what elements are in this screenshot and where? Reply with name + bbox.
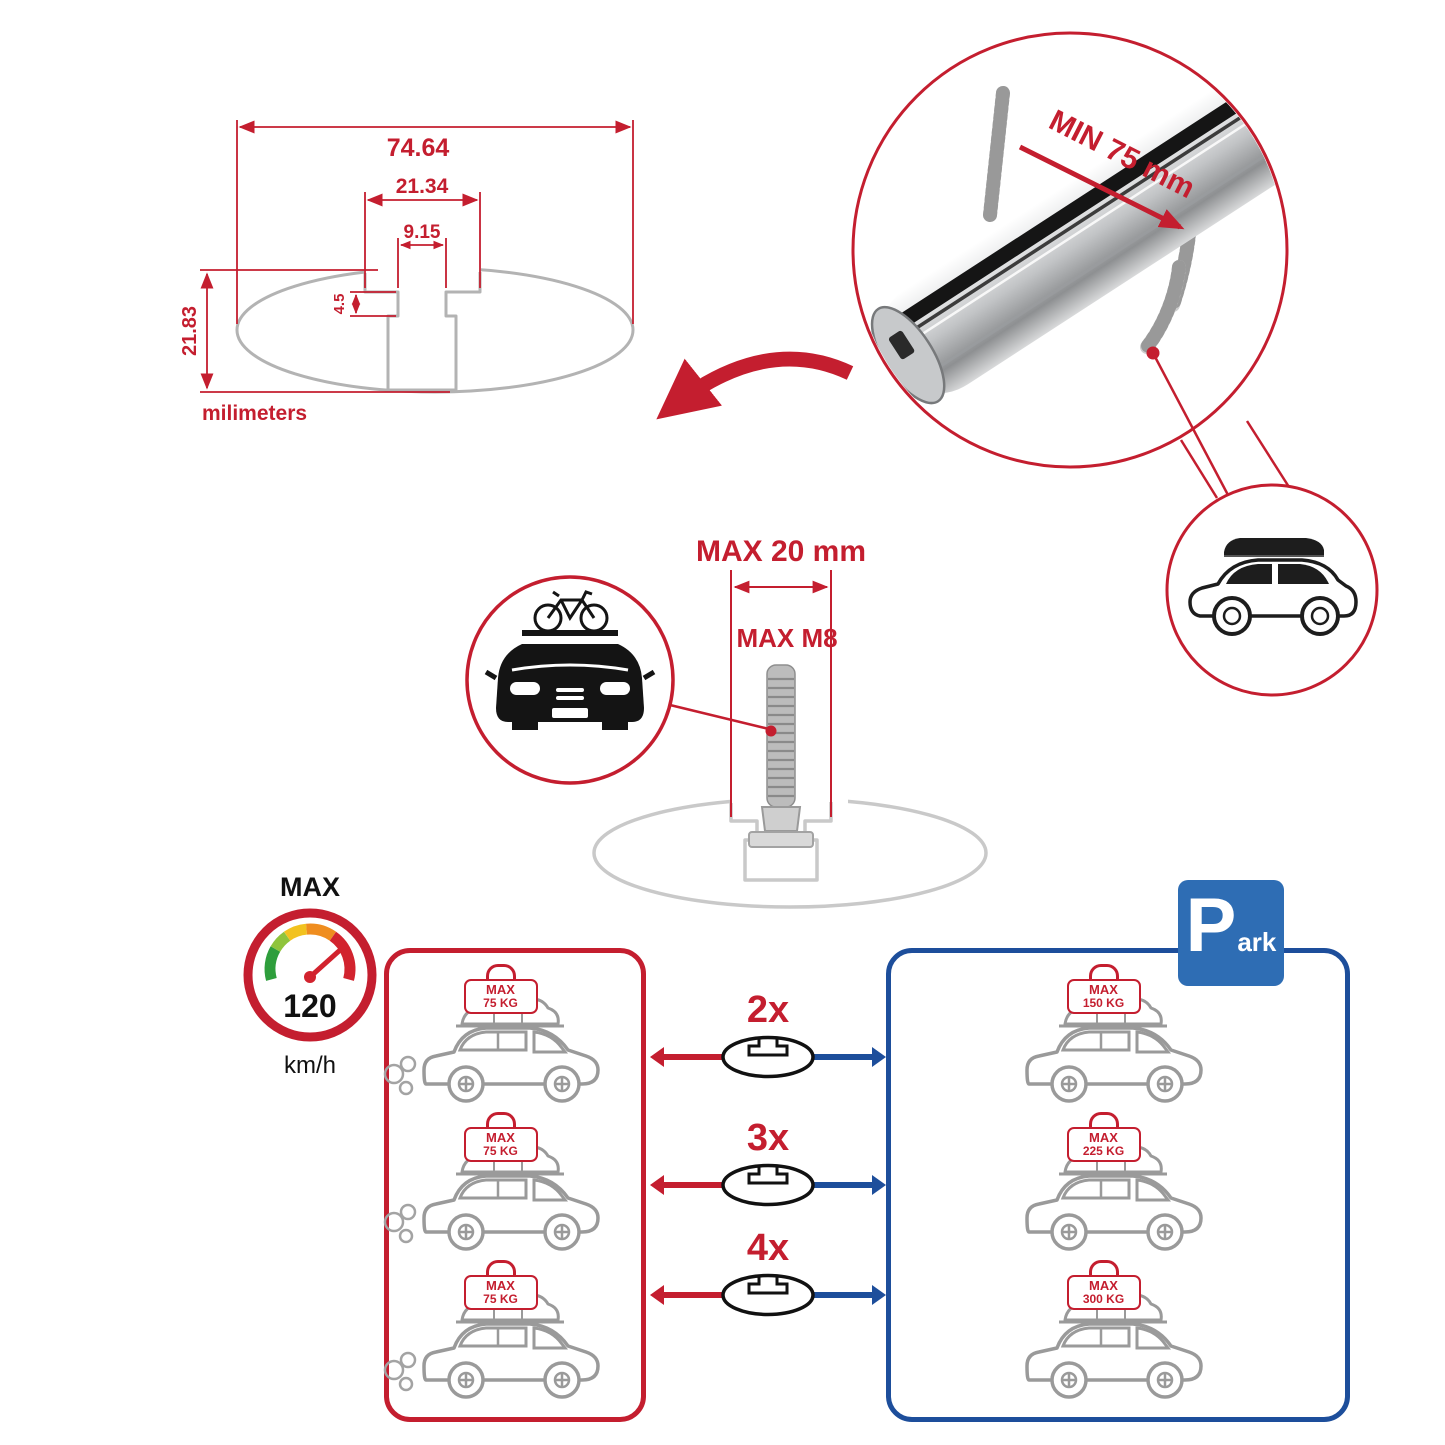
load-max-label: MAX	[486, 1130, 515, 1145]
suv-roofbox-circle	[1165, 483, 1379, 697]
load-value-label: 75 KG	[483, 1144, 518, 1158]
load-max-label: MAX	[486, 1278, 515, 1293]
needle-icon	[307, 948, 342, 980]
load-value-label: 75 KG	[483, 1292, 518, 1306]
dimension-lines	[200, 120, 634, 393]
u-bolt-hook-icon	[1140, 260, 1186, 354]
crossbar-count-arrow	[650, 1273, 886, 1317]
load-badge: MAX 75 KG	[463, 1260, 538, 1310]
load-value-label: 300 KG	[1082, 1292, 1125, 1306]
load-badge: MAX 150 KG	[1066, 964, 1141, 1014]
multiplier-label: 2x	[746, 989, 790, 1031]
load-value-label: 150 KG	[1082, 996, 1125, 1010]
bar-detail-circle: MIN 75 mm	[851, 31, 1289, 469]
multiplier-row: 2x	[648, 990, 888, 1085]
multiplier-label: 4x	[746, 1227, 790, 1269]
tag-handle-icon	[485, 964, 516, 979]
dim-total-height-label: 21.83	[179, 306, 201, 356]
load-max-label: MAX	[1089, 1278, 1118, 1293]
speed-max-label: MAX	[280, 872, 340, 902]
crossbar-profile-icon	[721, 1163, 815, 1207]
crossbar-cross-section-diagram: 74.64 21.34 9.15 4.5 21.83 milimeters	[179, 120, 635, 425]
load-max-label: MAX	[486, 982, 515, 997]
load-badge: MAX 300 KG	[1066, 1260, 1141, 1310]
mounting-bolt-icon	[748, 664, 814, 848]
car-row: MAX 75 KG	[383, 964, 633, 1110]
parked-capacity-panel: MAX 150 KG MAX 225 KG MAX 300 KG	[886, 948, 1350, 1422]
tag-handle-icon	[485, 1260, 516, 1275]
load-max-label: MAX	[1089, 982, 1118, 997]
bolt-thread-label: MAX M8	[736, 623, 837, 653]
speed-unit-label: km/h	[283, 1052, 336, 1079]
multiplier-label: 3x	[746, 1117, 790, 1159]
exhaust-smoke-icon	[383, 1203, 416, 1244]
units-label: milimeters	[202, 402, 307, 425]
crossbar-count-arrow	[650, 1035, 886, 1079]
car-row: MAX 75 KG	[383, 1260, 633, 1406]
dim-channel-width-label: 21.34	[396, 175, 449, 198]
speed-limit-badge: MAX 120 km/h	[238, 872, 382, 1080]
exhaust-smoke-icon	[383, 1055, 416, 1096]
dim-total-width-label: 74.64	[387, 134, 450, 162]
car-front-bike-circle	[465, 575, 675, 785]
parking-suffix: ark	[1237, 927, 1277, 957]
tag-handle-icon	[1088, 1260, 1119, 1275]
load-value-label: 75 KG	[483, 996, 518, 1010]
driving-capacity-panel: MAX 75 KG MAX 75 KG	[383, 948, 646, 1422]
load-max-label: MAX	[1089, 1130, 1118, 1145]
bolt-mount-diagram: MAX 20 mm MAX M8	[592, 535, 988, 909]
crossbar-count-arrow	[650, 1163, 886, 1207]
tag-handle-icon	[1088, 964, 1119, 979]
callout-dot	[1146, 346, 1160, 360]
car-row: MAX 75 KG	[383, 1112, 633, 1258]
multiplier-row: 3x	[648, 1118, 888, 1213]
speedometer-icon: 120	[243, 908, 377, 1042]
multiplier-row: 4x	[648, 1228, 888, 1323]
tag-handle-icon	[1088, 1112, 1119, 1127]
min-clearance-arrow	[1018, 144, 1185, 230]
parking-letter: P	[1185, 883, 1237, 968]
suv-roofbox-icon	[1188, 538, 1358, 636]
dim-slot-width-label: 9.15	[404, 222, 441, 243]
bolt-width-label: MAX 20 mm	[696, 535, 866, 568]
load-value-label: 225 KG	[1082, 1144, 1125, 1158]
car-row: MAX 225 KG	[1001, 1112, 1236, 1258]
load-badge: MAX 75 KG	[463, 1112, 538, 1162]
exhaust-smoke-icon	[383, 1351, 416, 1392]
crossbar-profile-icon	[721, 1035, 815, 1079]
car-front-bike-icon	[484, 590, 656, 730]
crossbar-profile-icon	[721, 1273, 815, 1317]
detail-arrow	[656, 351, 854, 420]
speed-value: 120	[283, 988, 336, 1024]
tag-handle-icon	[485, 1112, 516, 1127]
car-row: MAX 300 KG	[1001, 1260, 1236, 1406]
load-badge: MAX 225 KG	[1066, 1112, 1141, 1162]
car-row: MAX 150 KG	[1001, 964, 1236, 1110]
callout-dot	[765, 725, 777, 737]
dim-lip-depth-label: 4.5	[331, 294, 348, 315]
load-badge: MAX 75 KG	[463, 964, 538, 1014]
bolt-dimension-lines	[730, 570, 832, 817]
